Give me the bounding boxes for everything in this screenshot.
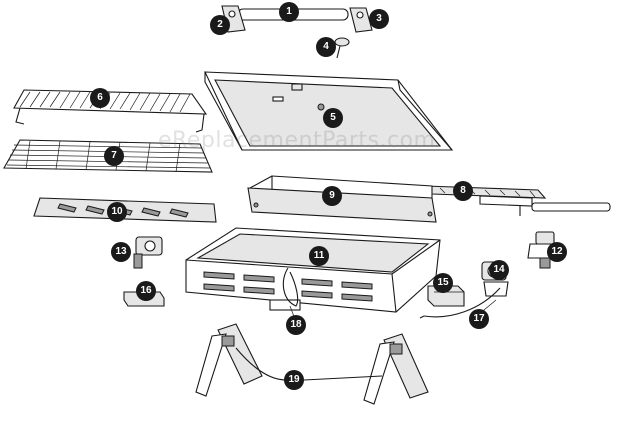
callout-18: 18 [286,315,306,335]
callout-17: 17 [469,309,489,329]
callout-4: 4 [316,37,336,57]
callout-10: 10 [107,202,127,222]
part-legs [195,323,429,405]
part-firebox [185,227,441,313]
part-igniter-wire [282,267,299,307]
callout-13: 13 [111,242,131,262]
part-igniter-button [133,236,163,269]
callout-7: 7 [104,146,124,166]
watermark-text: eReplacementParts.com [158,128,436,153]
callout-12: 12 [547,242,567,262]
callout-1: 1 [279,2,299,22]
callout-5: 5 [323,108,343,128]
callout-9: 9 [322,186,342,206]
part-warming-rack [13,89,208,133]
callout-3: 3 [369,9,389,29]
part-heat-shield [247,175,437,223]
callout-6: 6 [90,88,110,108]
callout-14: 14 [489,260,509,280]
part-gas-hose [419,287,501,319]
callout-16: 16 [136,281,156,301]
callout-8: 8 [453,181,473,201]
callout-11: 11 [309,246,329,266]
callout-19: 19 [284,370,304,390]
callout-2: 2 [210,15,230,35]
callout-15: 15 [433,273,453,293]
part-thermometer [334,37,350,59]
part-right-handle-bracket [349,7,373,33]
